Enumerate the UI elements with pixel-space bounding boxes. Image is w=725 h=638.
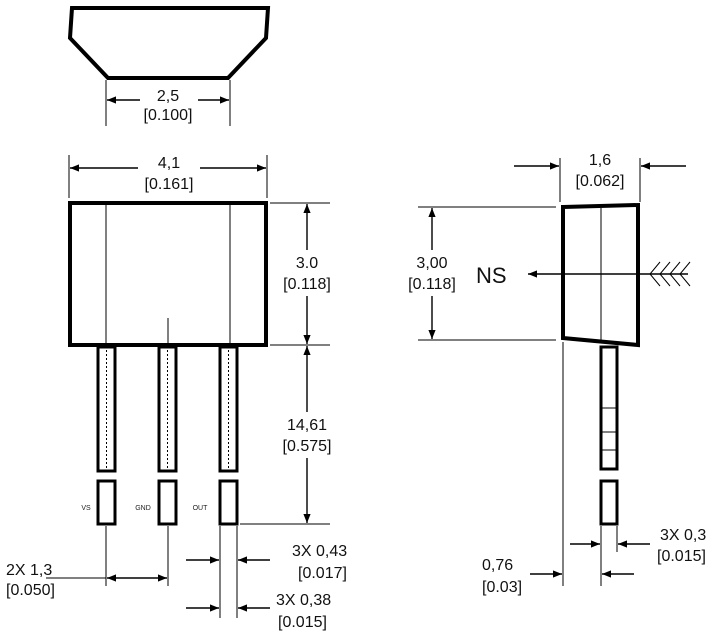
pin-label-vs: VS: [81, 505, 91, 512]
lead-offset-in: [0.03]: [482, 579, 522, 596]
top-view: 2,5 [0.100]: [67, 6, 271, 126]
side-view: 1,6 [0.062] 3,00 [0.118] NS 0,: [396, 152, 706, 596]
top-width-in: [0.100]: [144, 107, 193, 124]
lead-thick-mm: 3X 0,38: [276, 592, 331, 609]
lead-thick-in: [0.015]: [278, 614, 327, 631]
front-width-in: [0.161]: [145, 176, 194, 193]
front-width-mm: 4,1: [158, 155, 180, 172]
lead-width-in: [0.017]: [298, 565, 347, 582]
side-lead: [599, 345, 619, 526]
body-height-in: [0.118]: [283, 276, 331, 293]
side-lead-thick-in: [0.015]: [657, 548, 706, 565]
lead-length-in: [0.575]: [283, 438, 332, 455]
pin-label-gnd: GND: [135, 505, 151, 512]
lead-out: [218, 345, 239, 526]
body-height-mm: 3.0: [296, 255, 318, 272]
lead-width-mm: 3X 0,43: [292, 543, 347, 560]
field-label: NS: [476, 263, 507, 288]
lead-gnd: [157, 345, 178, 526]
pitch-mm: 2X 1,3: [6, 562, 52, 579]
depth-in: [0.062]: [576, 173, 625, 190]
depth-mm: 1,6: [589, 152, 611, 169]
pin-label-out: OUT: [193, 505, 209, 512]
pitch-in: [0.050]: [6, 582, 55, 599]
top-width-mm: 2,5: [157, 88, 179, 105]
lead-vs: [96, 345, 117, 526]
side-height-mm: 3,00: [416, 255, 447, 272]
lead-offset-mm: 0,76: [482, 557, 513, 574]
field-arrow-tail: [649, 261, 691, 287]
top-view-body: [67, 6, 271, 80]
lead-length-mm: 14,61: [287, 417, 327, 434]
side-height-in: [0.118]: [408, 276, 456, 293]
front-view: 4,1 [0.161] VS GND OUT: [6, 152, 348, 631]
side-lead-thick-mm: 3X 0,3: [660, 527, 706, 544]
